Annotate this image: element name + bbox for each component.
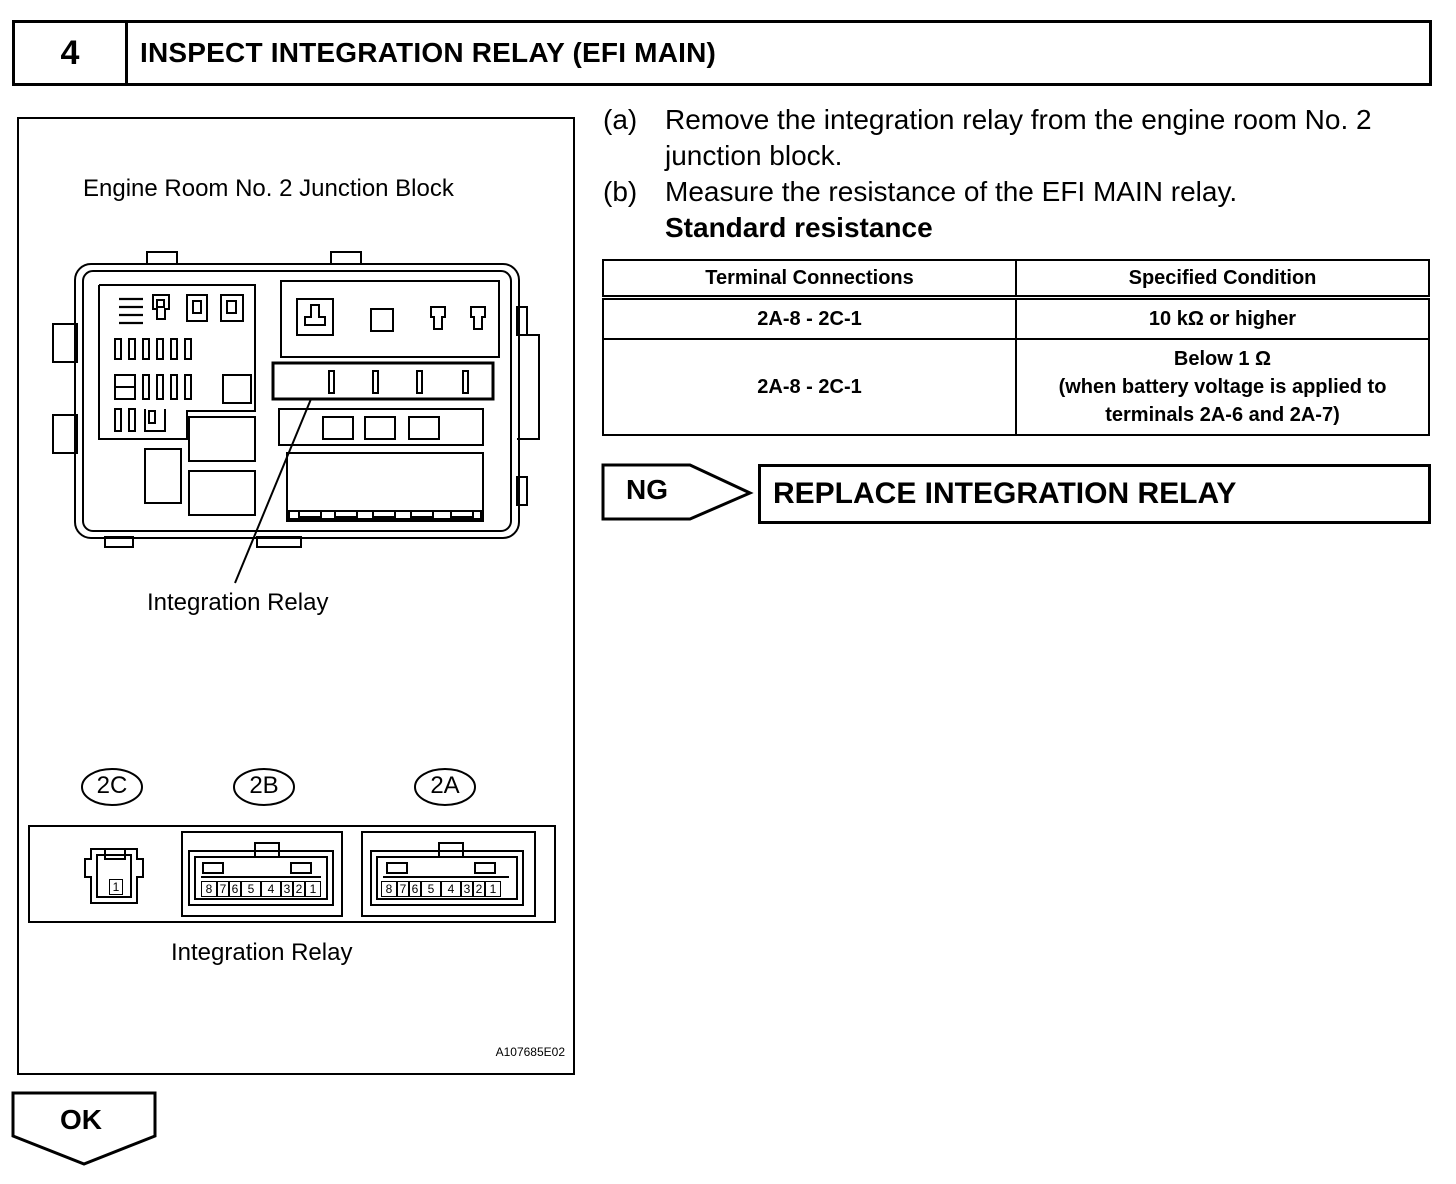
pin-2a-1: 1 bbox=[485, 881, 501, 897]
pin-2a-4: 4 bbox=[441, 881, 461, 897]
figure-id: A107685E02 bbox=[495, 1045, 565, 1059]
pin-row-2a: 8 7 6 5 4 3 2 1 bbox=[381, 881, 501, 897]
junction-block-title: Engine Room No. 2 Junction Block bbox=[83, 175, 454, 202]
pin-2b-6: 6 bbox=[229, 881, 241, 897]
pin-2a-6: 6 bbox=[409, 881, 421, 897]
spec-table: Terminal Connections Specified Condition… bbox=[602, 259, 1430, 436]
instruction-b-line-1: Measure the resistance of the EFI MAIN r… bbox=[665, 176, 1238, 207]
condition-line: Below 1 Ω bbox=[1173, 348, 1272, 370]
pin-2b-5: 5 bbox=[241, 881, 261, 897]
table-row: 2A-8 - 2C-1 Below 1 Ω (when battery volt… bbox=[602, 338, 1430, 436]
relay-connector-diagram bbox=[28, 825, 556, 923]
table-header-row: Terminal Connections Specified Condition bbox=[602, 259, 1430, 300]
pin-2a-8: 8 bbox=[381, 881, 397, 897]
pin-2a-3: 3 bbox=[461, 881, 473, 897]
step-header: 4 INSPECT INTEGRATION RELAY (EFI MAIN) bbox=[12, 20, 1432, 86]
pin-2b-4: 4 bbox=[261, 881, 281, 897]
pin-row-2b: 8 7 6 5 4 3 2 1 bbox=[201, 881, 321, 897]
pin-2b-7: 7 bbox=[217, 881, 229, 897]
table-cell-terminal: 2A-8 - 2C-1 bbox=[602, 338, 1017, 436]
junction-block-diagram bbox=[52, 251, 540, 584]
connector-labels-graphic bbox=[81, 768, 476, 806]
instruction-a: (a) Remove the integration relay from th… bbox=[603, 102, 1443, 174]
table-header: Specified Condition bbox=[1015, 259, 1430, 300]
pin-2a-7: 7 bbox=[397, 881, 409, 897]
relay-callout-label: Integration Relay bbox=[147, 589, 329, 616]
connector-caption: Integration Relay bbox=[171, 939, 353, 966]
ng-arrow-shape bbox=[601, 463, 754, 521]
instruction-a-line-1: Remove the integration relay from the en… bbox=[665, 104, 1372, 135]
ng-action-box: REPLACE INTEGRATION RELAY bbox=[758, 464, 1431, 524]
connector-label-2c: 2C bbox=[96, 772, 128, 799]
pin-2a-5: 5 bbox=[421, 881, 441, 897]
connector-label-2a: 2A bbox=[430, 772, 460, 799]
instruction-a-line-2: junction block. bbox=[665, 140, 843, 171]
instruction-a-mark: (a) bbox=[603, 104, 638, 135]
table-cell-condition: Below 1 Ω (when battery voltage is appli… bbox=[1015, 338, 1430, 436]
pin-2b-3: 3 bbox=[281, 881, 293, 897]
step-number: 4 bbox=[15, 23, 128, 83]
table-cell-condition: 10 kΩ or higher bbox=[1015, 296, 1430, 340]
connector-label-2b: 2B bbox=[249, 772, 279, 799]
condition-line: terminals 2A-6 and 2A-7) bbox=[1105, 404, 1340, 426]
instruction-b: (b) Measure the resistance of the EFI MA… bbox=[603, 174, 1443, 210]
table-header: Terminal Connections bbox=[602, 259, 1017, 300]
pin-2a-2: 2 bbox=[473, 881, 485, 897]
ok-arrow-shape bbox=[11, 1091, 157, 1166]
step-title: INSPECT INTEGRATION RELAY (EFI MAIN) bbox=[140, 37, 717, 68]
pin-2c-1: 1 bbox=[109, 879, 123, 895]
standard-label: Standard resistance bbox=[665, 212, 933, 243]
table-cell-terminal: 2A-8 - 2C-1 bbox=[602, 296, 1017, 340]
pin-2b-2: 2 bbox=[293, 881, 305, 897]
condition-line: (when battery voltage is applied to bbox=[1058, 376, 1387, 398]
ng-label: NG bbox=[626, 474, 668, 505]
ok-label: OK bbox=[60, 1104, 102, 1135]
instruction-b-mark: (b) bbox=[603, 176, 638, 207]
figure-panel: Engine Room No. 2 Junction Block bbox=[17, 117, 575, 1075]
table-row: 2A-8 - 2C-1 10 kΩ or higher bbox=[602, 296, 1430, 340]
pin-2b-1: 1 bbox=[305, 881, 321, 897]
pin-2b-8: 8 bbox=[201, 881, 217, 897]
